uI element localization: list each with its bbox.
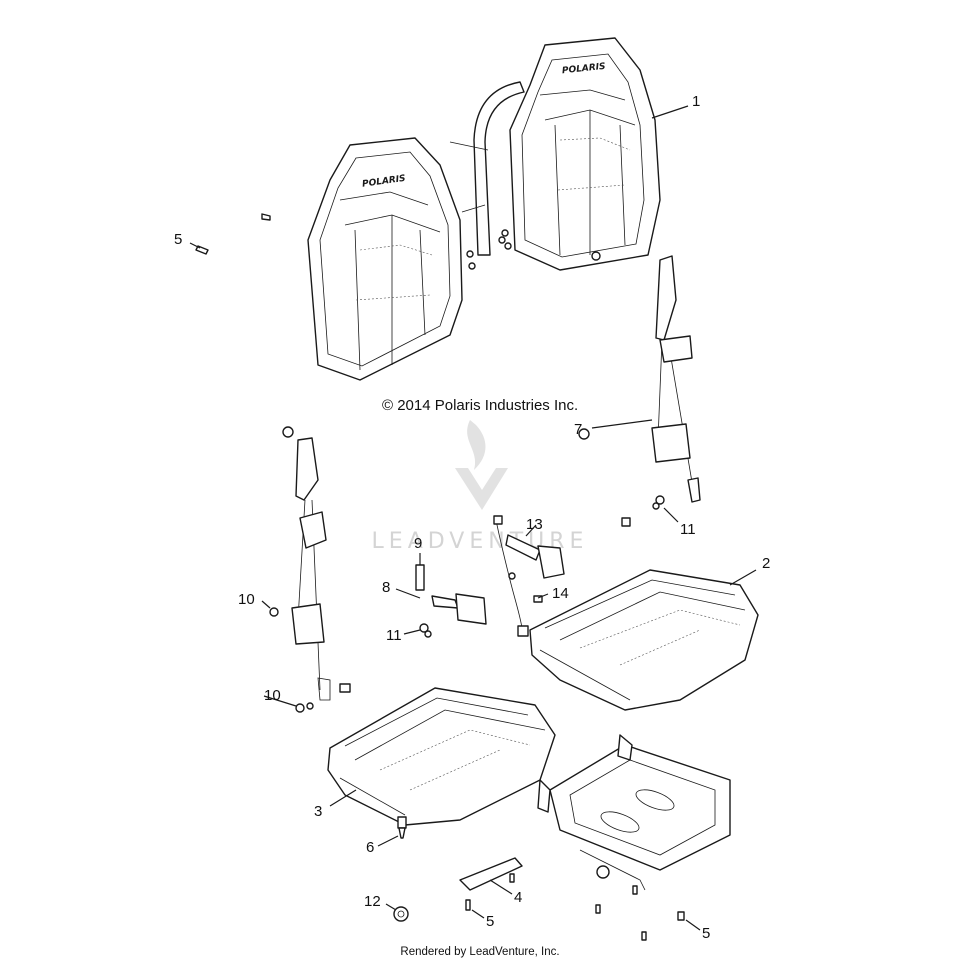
leadventure-watermark: LEADVENTURE — [372, 420, 583, 554]
copyright-text: © 2014 Polaris Industries Inc. — [382, 397, 578, 414]
seat-bottom-right — [529, 569, 759, 711]
callout-5c: 5 — [702, 925, 710, 942]
callout-10a: 10 — [238, 591, 255, 608]
callouts: 1 5 7 11 2 13 9 8 14 11 10 10 3 6 4 5 12… — [174, 93, 770, 942]
seat-bottom-left — [327, 687, 556, 826]
seat-back-left: POLARIS — [307, 137, 463, 381]
stud — [397, 816, 407, 839]
callout-3: 3 — [314, 803, 322, 820]
callout-4: 4 — [514, 889, 522, 906]
buckle-harness — [493, 515, 565, 637]
bracket — [459, 857, 523, 891]
callout-1: 1 — [692, 93, 700, 110]
headrest-bar — [449, 81, 525, 270]
screw-4 — [509, 873, 515, 883]
callout-14: 14 — [552, 585, 569, 602]
callout-2: 2 — [762, 555, 770, 572]
leader-lines — [189, 105, 757, 931]
seat-belt-right — [578, 255, 701, 527]
callout-6: 6 — [366, 839, 374, 856]
footer-text: Rendered by LeadVenture, Inc. — [400, 946, 559, 958]
callout-7: 7 — [574, 421, 582, 438]
callout-11b: 11 — [386, 627, 402, 644]
callout-5a: 5 — [174, 231, 182, 248]
callout-9: 9 — [414, 535, 422, 552]
seat-belt-left — [269, 426, 351, 713]
seat-frame — [537, 734, 731, 941]
buckle-center — [415, 564, 487, 638]
callout-12: 12 — [364, 893, 381, 910]
screw-top-left — [261, 213, 271, 221]
callout-8: 8 — [382, 579, 390, 596]
seat-logo-right: POLARIS — [562, 62, 607, 77]
callout-5b: 5 — [486, 913, 494, 930]
callout-11a: 11 — [680, 521, 696, 538]
screw-5-bottom-mid — [465, 899, 471, 911]
screw-5-bottom-right — [677, 911, 685, 921]
callout-10b: 10 — [264, 687, 281, 704]
callout-13: 13 — [526, 516, 543, 533]
seat-back-right: POLARIS — [509, 37, 661, 271]
nut-12 — [393, 906, 409, 922]
